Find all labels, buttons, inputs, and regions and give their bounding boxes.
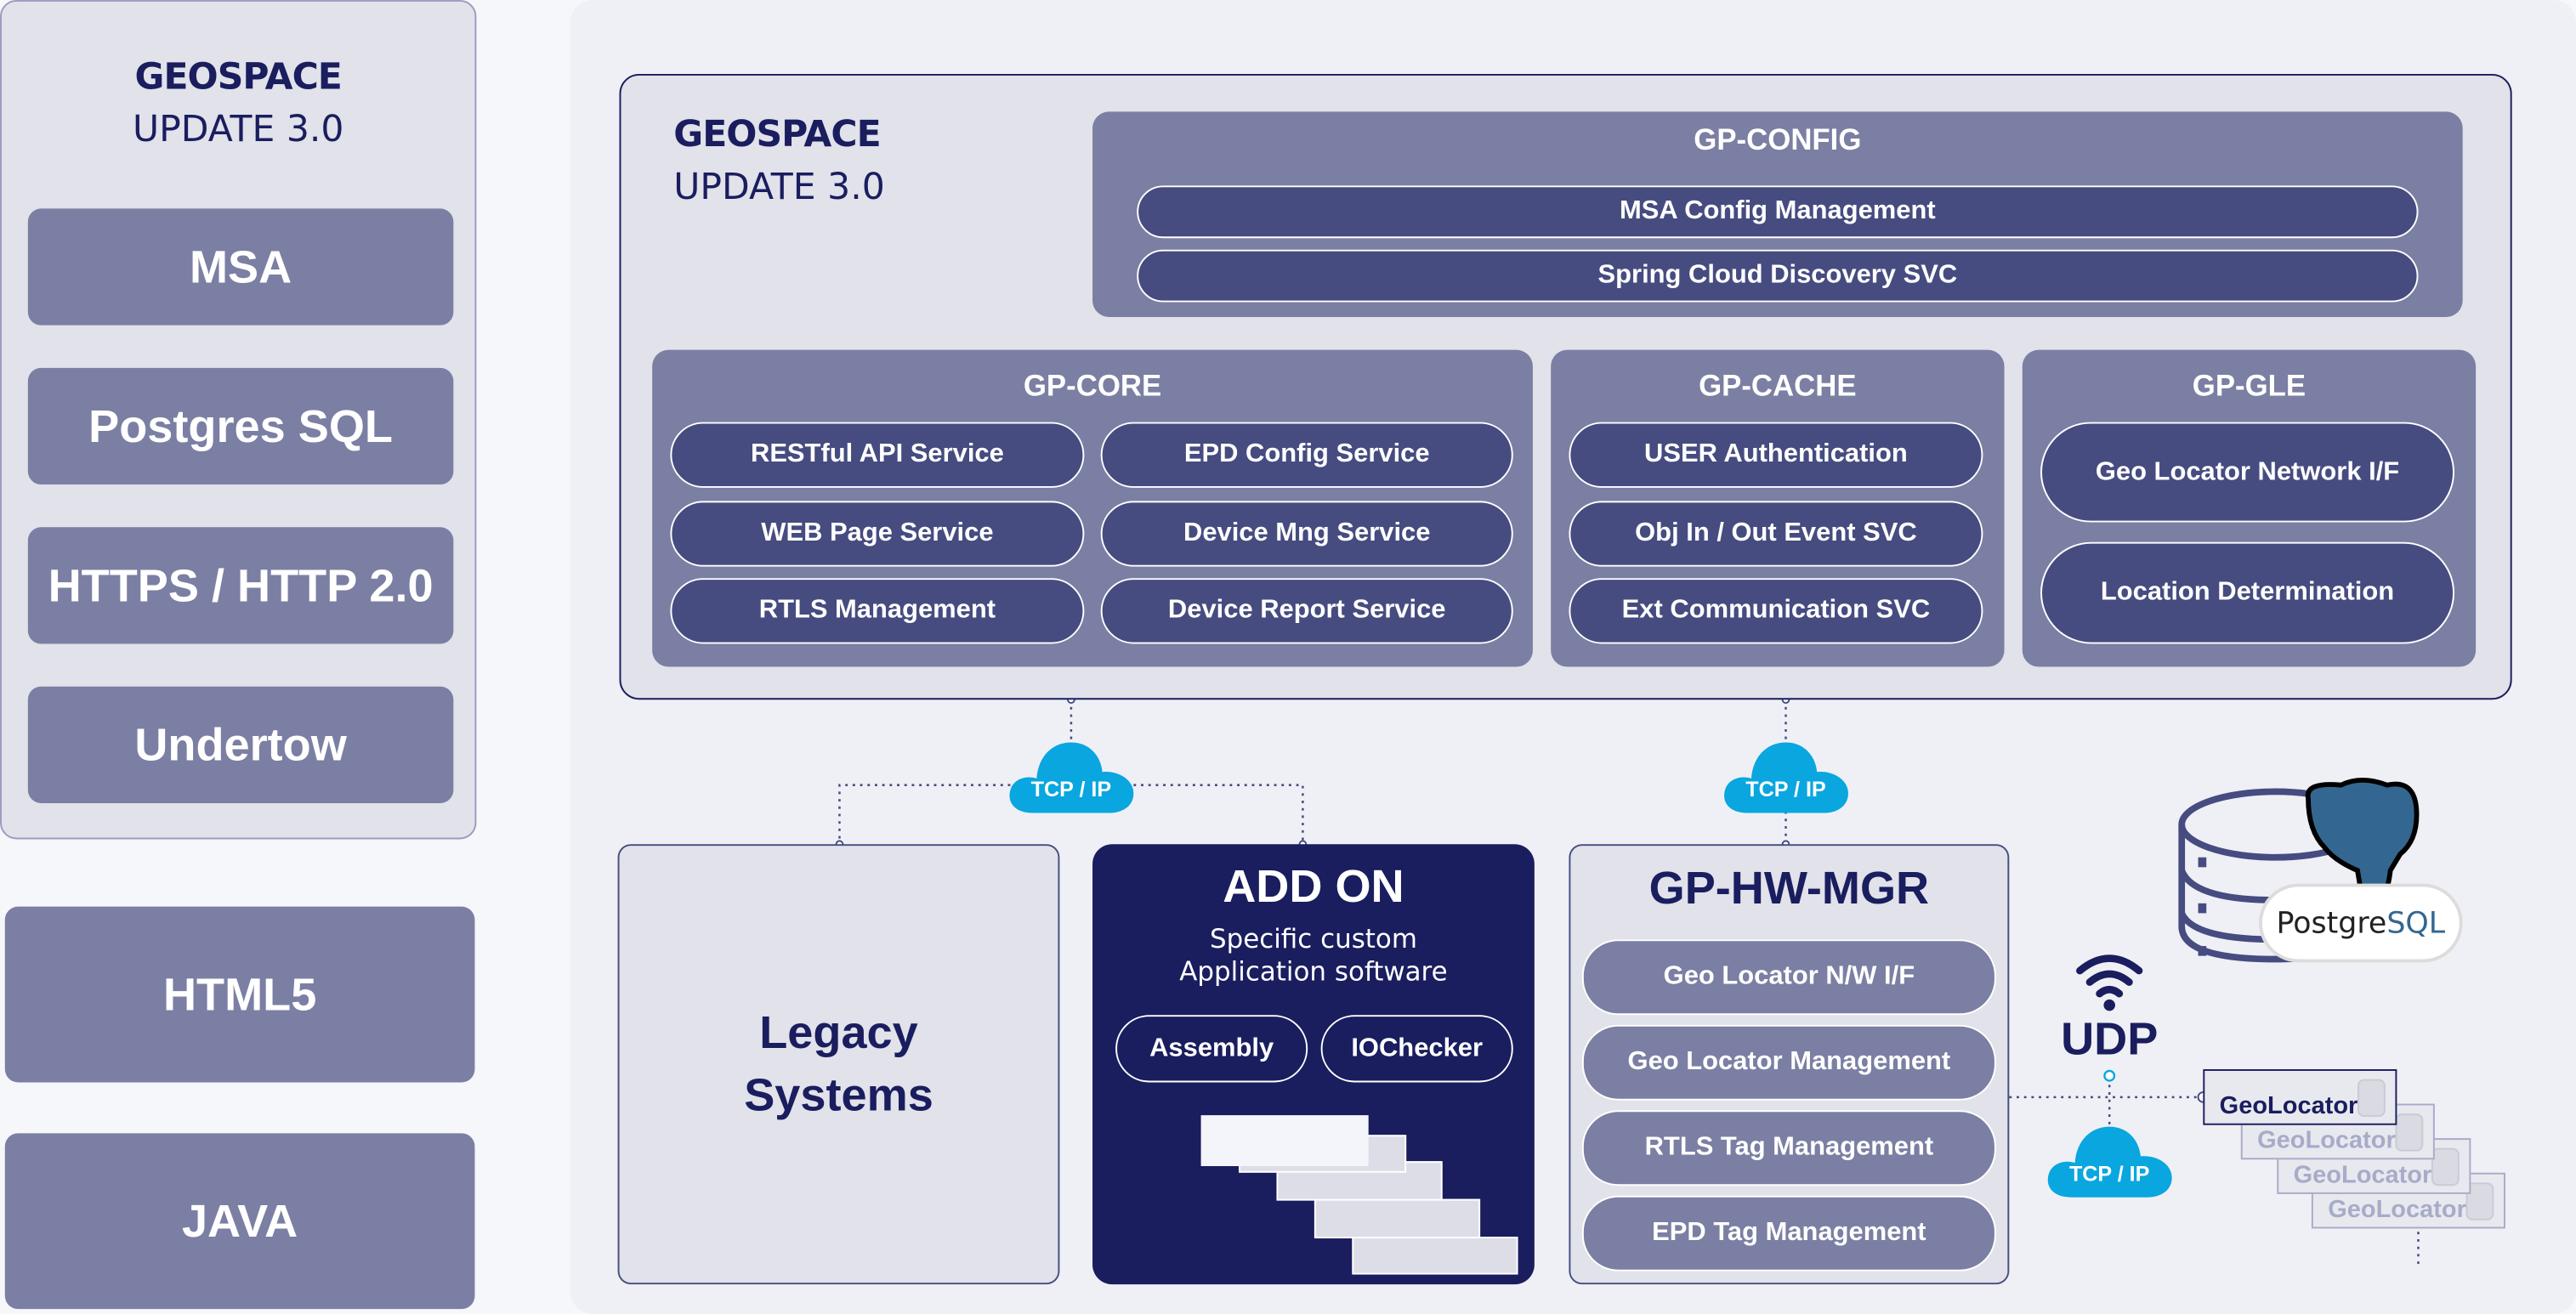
tcp-ip-cloud: TCP / IP [1722,736,1850,815]
gle-item: Geo Locator Network I/F [2040,422,2455,523]
cloud-icon [1724,742,1848,813]
core-item: RTLS Management [670,578,1085,644]
device-icon [2465,1182,2494,1221]
tcp-ip-label: TCP / IP [1030,777,1112,802]
add-on-desc-1: Specific custom [1209,923,1417,954]
add-on-desc-2: Application software [1179,955,1448,988]
gp-core-group: GP-CORE RESTful API Service EPD Config S… [652,349,1533,667]
device-icon [2431,1147,2460,1187]
core-item: RESTful API Service [670,422,1085,488]
config-item: MSA Config Management [1137,185,2419,239]
main-brand: GEOSPACE [673,115,881,156]
geolocator-device-ghost: GeoLocator [2240,1103,2435,1160]
hwmgr-item: Geo Locator Management [1581,1024,1996,1101]
cache-item: Ext Communication SVC [1569,578,1983,644]
cache-item: Obj In / Out Event SVC [1569,501,1983,567]
legacy-systems-box: Legacy Systems [617,844,1060,1285]
main-version: UPDATE 3.0 [673,167,885,209]
core-item: Device Report Service [1100,578,1513,644]
udp-label: UDP [2061,1013,2159,1065]
config-item: Spring Cloud Discovery SVC [1137,249,2419,303]
gle-item: Location Determination [2040,541,2455,644]
geolocator-device: GeoLocator [2203,1068,2397,1125]
cloud-icon [1009,742,1134,813]
core-item: EPD Config Service [1100,422,1513,488]
addon-item-iochecker: IOChecker [1320,1015,1513,1083]
platform-java: JAVA [4,1133,475,1310]
gp-hw-mgr-title: GP-HW-MGR [1648,862,1930,914]
gp-hw-mgr-box: GP-HW-MGR Geo Locator N/W I/F Geo Locato… [1569,844,2010,1285]
tcp-ip-label: TCP / IP [1745,777,1826,802]
device-icon [2395,1113,2424,1152]
sidebar-version: UPDATE 3.0 [132,110,344,151]
hwmgr-item: EPD Tag Management [1581,1195,1996,1272]
gp-cache-group: GP-CACHE USER Authentication Obj In / Ou… [1551,349,2005,667]
core-item: Device Mng Service [1100,501,1513,567]
sidebar-brand: GEOSPACE [134,57,343,99]
gp-config-group: GP-CONFIG MSA Config Management Spring C… [1092,111,2463,317]
geolocator-device-ghost: GeoLocator [2277,1138,2471,1194]
core-item: WEB Page Service [670,501,1085,567]
add-on-box: ADD ON Specific custom Application softw… [1092,844,1535,1285]
wifi-icon [2076,954,2143,1011]
gp-core-title: GP-CORE [1023,369,1162,403]
tcp-ip-label: TCP / IP [2068,1161,2150,1187]
connector-addon [1133,784,1304,845]
tcp-ip-cloud: TCP / IP [1007,736,1136,815]
stack-item-postgres: Postgres SQL [27,367,454,485]
stacked-documents-icon [1200,1115,1520,1276]
addon-item-assembly: Assembly [1115,1015,1308,1083]
stack-item-msa: MSA [27,208,454,326]
stack-item-undertow: Undertow [27,686,454,803]
gp-gle-title: GP-GLE [2192,369,2306,403]
stack-item-https: HTTPS / HTTP 2.0 [27,527,454,644]
platform-html5: HTML5 [4,906,475,1083]
gp-config-title: GP-CONFIG [1694,122,1862,156]
connector-legacy [838,784,1011,845]
hwmgr-item: Geo Locator N/W I/F [1581,939,1996,1016]
device-icon [2357,1079,2386,1118]
gp-cache-title: GP-CACHE [1699,369,1857,403]
cloud-icon [2047,1126,2172,1198]
legacy-title-1: Legacy [759,1006,918,1058]
hwmgr-item: RTLS Tag Management [1581,1110,1996,1187]
tcp-ip-cloud: TCP / IP [2045,1120,2174,1199]
stack-panel: GEOSPACE UPDATE 3.0 MSA Postgres SQL HTT… [0,0,477,840]
cache-item: USER Authentication [1569,422,1983,488]
add-on-title: ADD ON [1223,860,1404,912]
gp-gle-group: GP-GLE Geo Locator Network I/F Location … [2022,349,2477,667]
legacy-title-2: Systems [744,1068,933,1120]
